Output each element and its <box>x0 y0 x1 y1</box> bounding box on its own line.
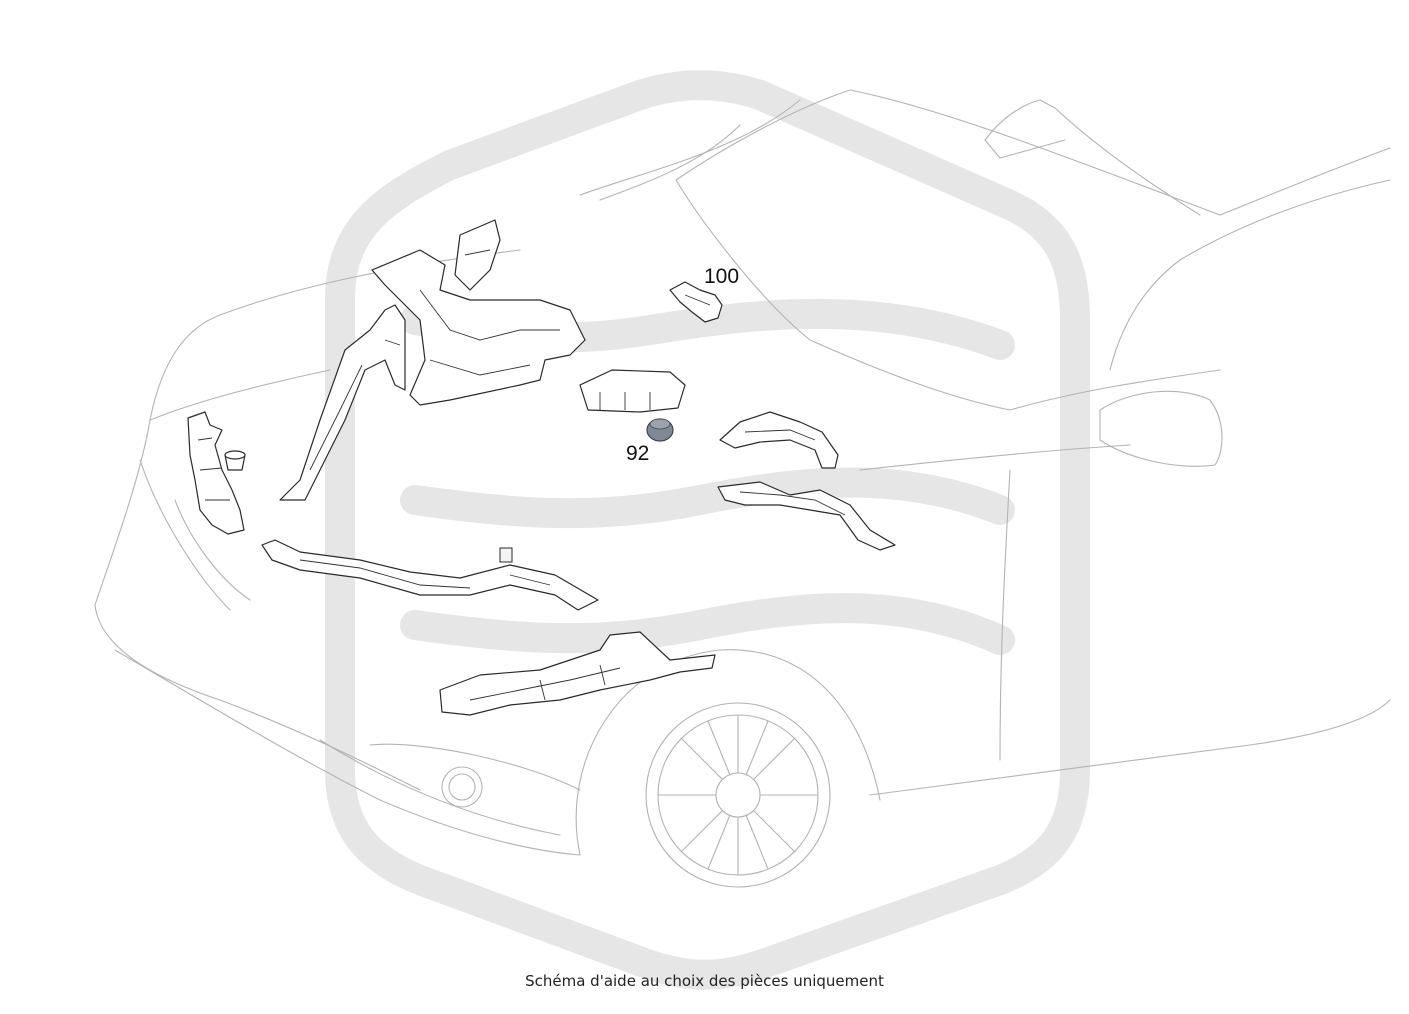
callout-92[interactable]: 92 <box>626 442 649 465</box>
callout-100[interactable]: 100 <box>704 265 739 288</box>
part-100-bracket[interactable] <box>669 281 723 323</box>
part-92-plug[interactable] <box>646 418 674 442</box>
part-clip-nut[interactable] <box>224 450 246 471</box>
part-right-lower-rail[interactable] <box>717 481 896 551</box>
part-upper-panel[interactable] <box>371 219 586 406</box>
diagram-caption: Schéma d'aide au choix des pièces unique… <box>525 972 884 990</box>
part-diagonal-strut[interactable] <box>279 304 406 501</box>
part-lower-crossmember[interactable] <box>261 539 599 611</box>
part-right-upper-rail[interactable] <box>719 411 839 469</box>
part-insulation-block[interactable] <box>579 369 686 413</box>
part-left-bracket[interactable] <box>187 411 245 535</box>
part-front-crossmember[interactable] <box>439 631 716 716</box>
car-outline <box>94 89 1391 888</box>
watermark-logo <box>325 70 1090 990</box>
